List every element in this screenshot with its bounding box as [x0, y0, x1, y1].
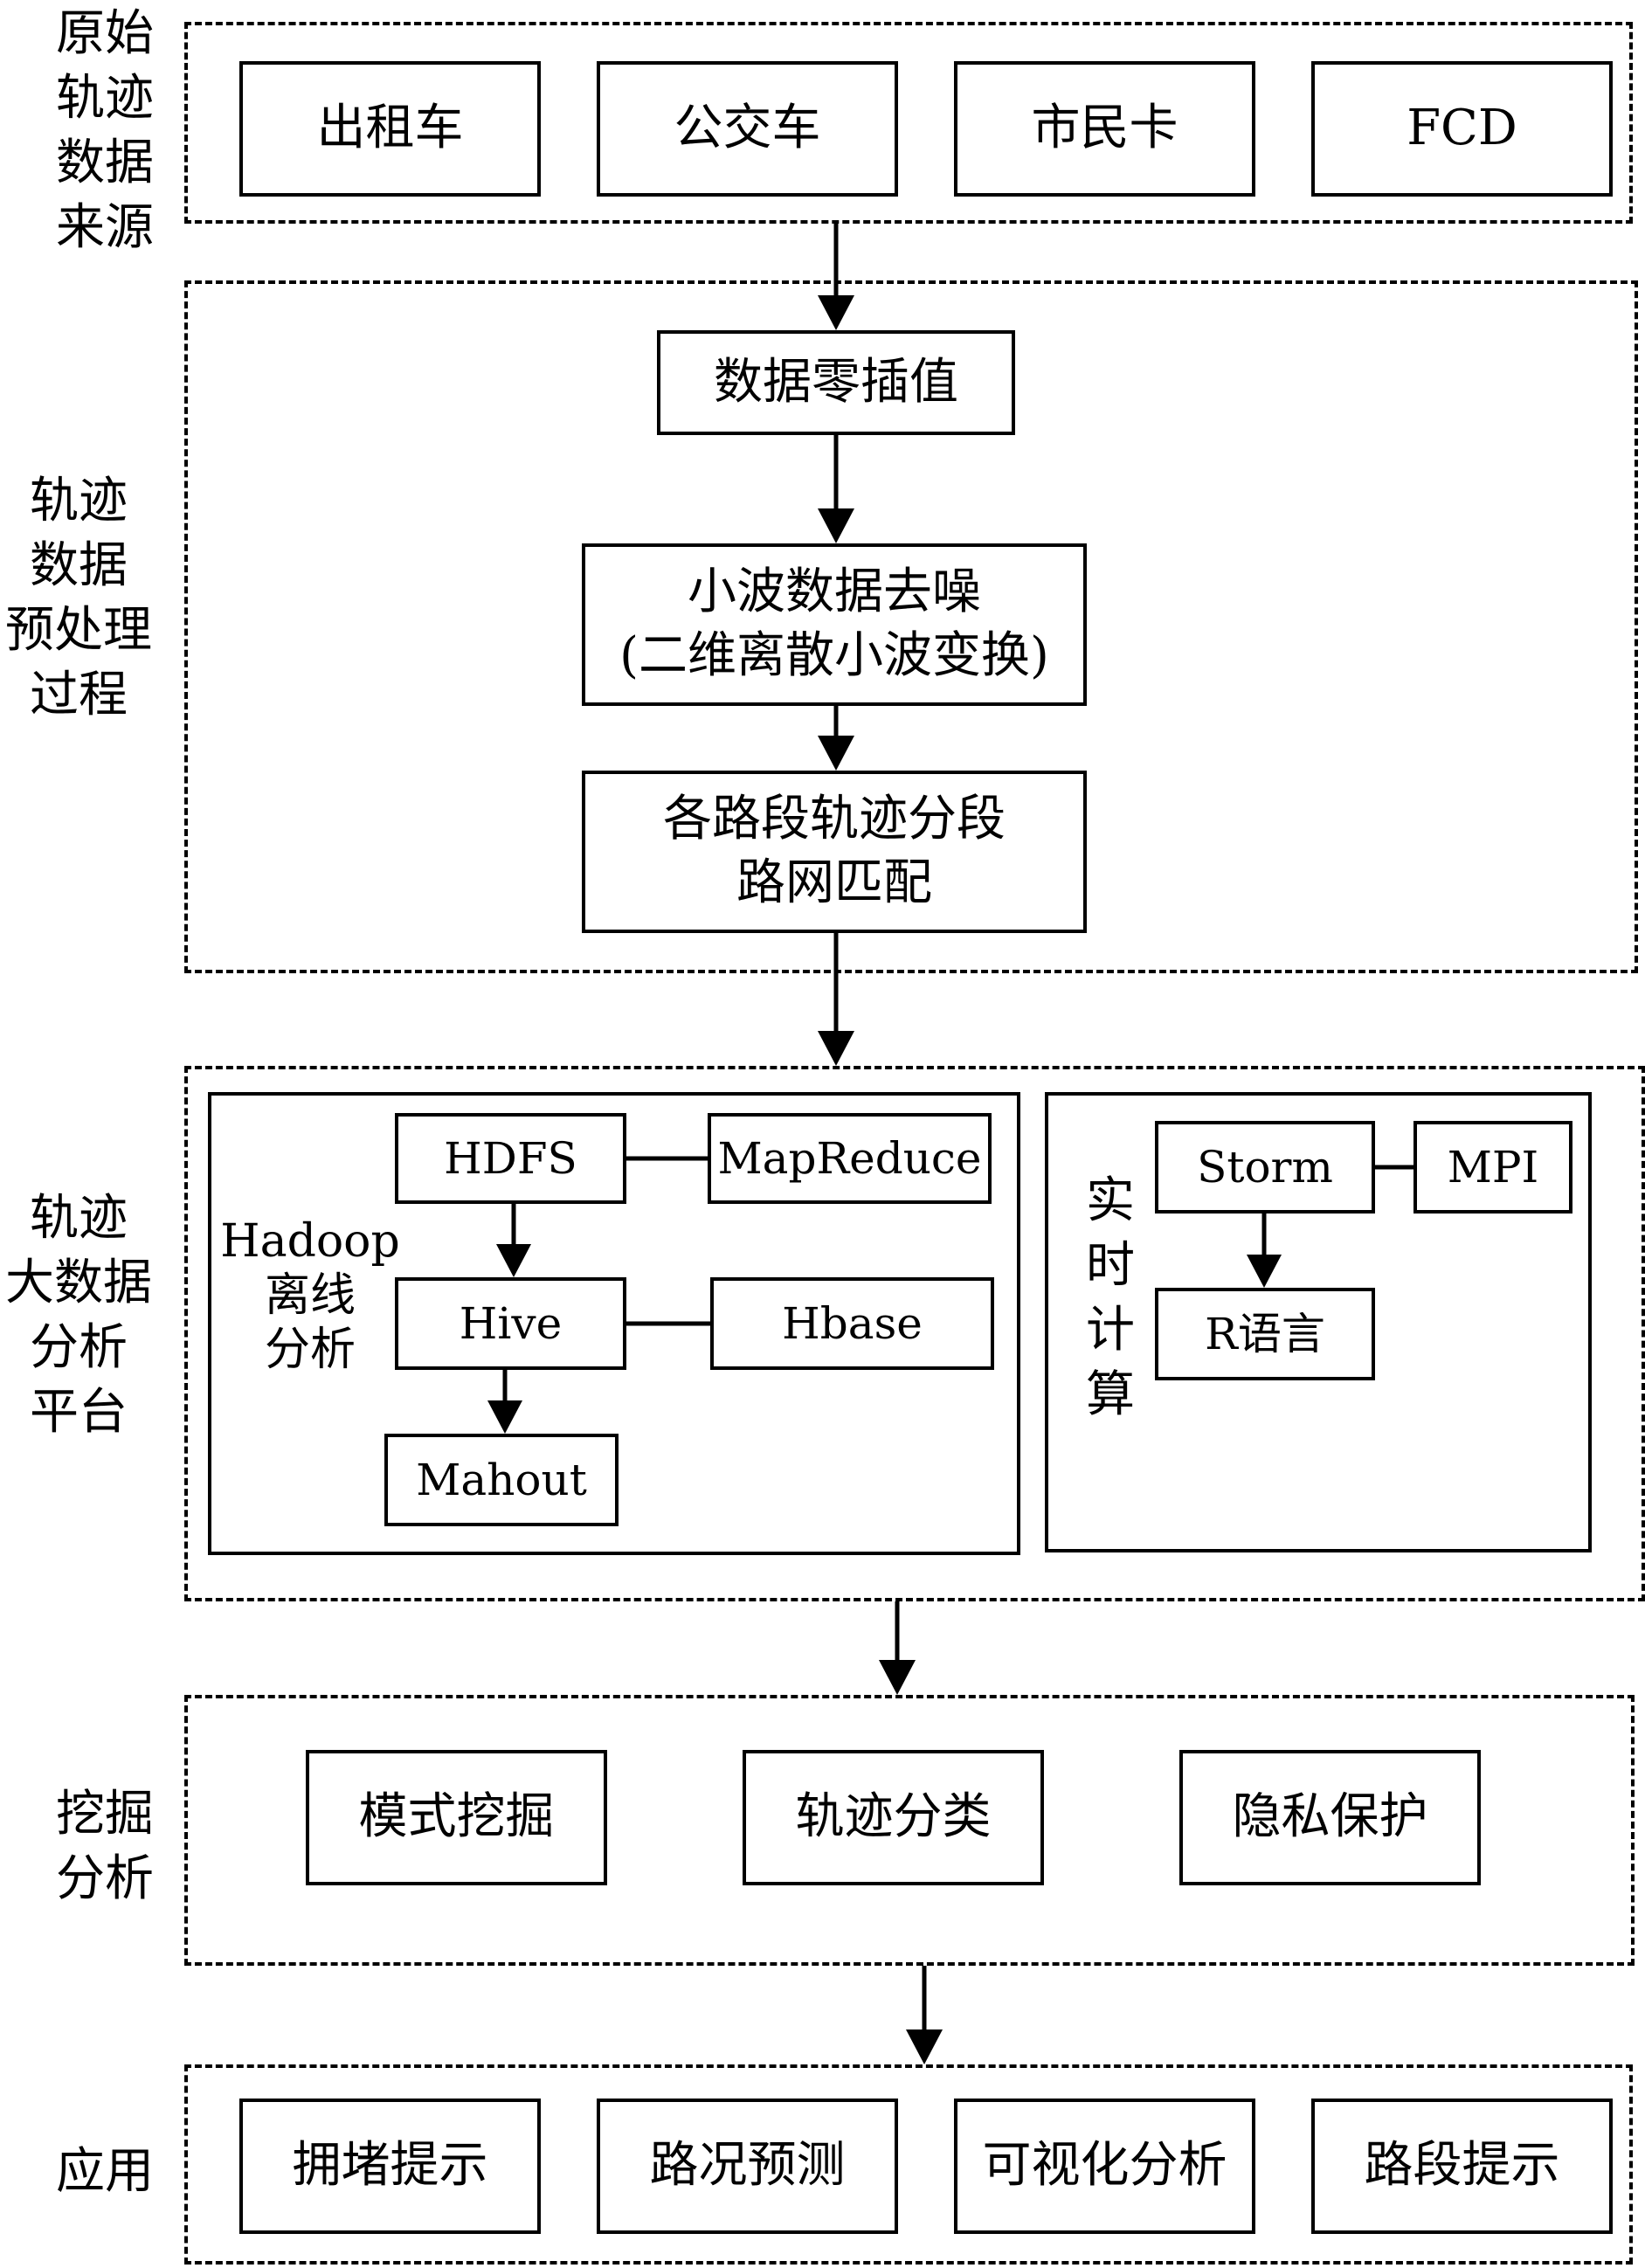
sources-label-line-4: 来源	[56, 199, 154, 256]
sources-group	[184, 22, 1633, 224]
realtime-label-line-4: 算	[1086, 1366, 1135, 1423]
sources-label-line-2: 轨迹	[56, 70, 154, 127]
application-stage-label: 应用	[17, 2140, 192, 2204]
preprocess-label-line-4: 过程	[30, 667, 128, 723]
source-citizen-card: 市民卡	[954, 61, 1255, 197]
sources-label-line-3: 数据	[56, 135, 154, 191]
r-language-box: R语言	[1155, 1288, 1375, 1380]
preprocess-stage-label: 轨迹 数据 预处理 过程	[0, 469, 157, 728]
storm-box: Storm	[1155, 1121, 1375, 1214]
realtime-label-line-2: 时	[1086, 1237, 1135, 1294]
hive-box: Hive	[395, 1277, 626, 1370]
platform-label-line-2: 大数据	[5, 1255, 152, 1311]
platform-label-line-4: 平台	[30, 1384, 128, 1441]
mining-label-line-2: 分析	[56, 1850, 154, 1907]
arrowhead-8	[879, 1660, 916, 1695]
mining-group	[184, 1695, 1635, 1966]
hadoop-panel	[208, 1092, 1020, 1555]
hadoop-label-line-3: 分析	[264, 1324, 356, 1376]
platform-label-line-1: 轨迹	[30, 1190, 128, 1247]
segment-line-1: 各路段轨迹分段	[663, 791, 1006, 848]
arrowhead-4	[818, 1031, 854, 1066]
hbase-box: Hbase	[710, 1277, 994, 1370]
privacy-protection-box: 隐私保护	[1179, 1750, 1481, 1885]
source-bus: 公交车	[597, 61, 898, 197]
application-label: 应用	[56, 2143, 154, 2200]
zero-interpolation-box: 数据零插值	[657, 330, 1015, 435]
realtime-panel-label: 实 时 计 算	[1080, 1169, 1141, 1428]
segment-alert-box: 路段提示	[1311, 2099, 1613, 2234]
wavelet-denoise-box: 小波数据去噪 (二维离散小波变换)	[582, 543, 1087, 706]
realtime-panel	[1045, 1092, 1592, 1552]
preprocess-label-line-2: 数据	[30, 537, 128, 594]
hdfs-box: HDFS	[395, 1113, 626, 1204]
arrowhead-9	[906, 2029, 943, 2064]
hadoop-label-line-1: Hadoop	[220, 1215, 400, 1268]
preprocess-label-line-3: 预处理	[5, 602, 152, 659]
traffic-prediction-box: 路况预测	[597, 2099, 898, 2234]
mining-label-line-1: 挖掘	[56, 1786, 154, 1843]
source-fcd: FCD	[1311, 61, 1613, 197]
sources-stage-label: 原始 轨迹 数据 来源	[17, 2, 192, 260]
visual-analysis-box: 可视化分析	[954, 2099, 1255, 2234]
preprocess-group	[184, 280, 1638, 973]
mining-stage-label: 挖掘 分析	[17, 1782, 192, 1912]
hadoop-label-line-2: 离线	[264, 1269, 356, 1322]
wavelet-line-2: (二维离散小波变换)	[619, 627, 1049, 684]
mpi-box: MPI	[1413, 1121, 1572, 1214]
segment-line-2: 路网匹配	[736, 854, 932, 911]
source-taxi: 出租车	[239, 61, 541, 197]
trajectory-classification-box: 轨迹分类	[743, 1750, 1044, 1885]
realtime-label-line-1: 实	[1086, 1172, 1135, 1229]
hadoop-panel-label: Hadoop 离线 分析	[218, 1214, 402, 1377]
platform-stage-label: 轨迹 大数据 分析 平台	[0, 1186, 157, 1445]
mapreduce-box: MapReduce	[708, 1113, 992, 1204]
mahout-box: Mahout	[384, 1434, 619, 1526]
realtime-label-line-3: 计	[1086, 1302, 1135, 1359]
sources-label-line-1: 原始	[56, 5, 154, 62]
congestion-alert-box: 拥堵提示	[239, 2099, 541, 2234]
pattern-mining-box: 模式挖掘	[306, 1750, 607, 1885]
wavelet-line-1: 小波数据去噪	[688, 564, 981, 621]
application-group	[184, 2064, 1633, 2265]
segment-match-box: 各路段轨迹分段 路网匹配	[582, 771, 1087, 933]
platform-group	[184, 1066, 1645, 1601]
platform-label-line-3: 分析	[30, 1319, 128, 1376]
preprocess-label-line-1: 轨迹	[30, 473, 128, 529]
